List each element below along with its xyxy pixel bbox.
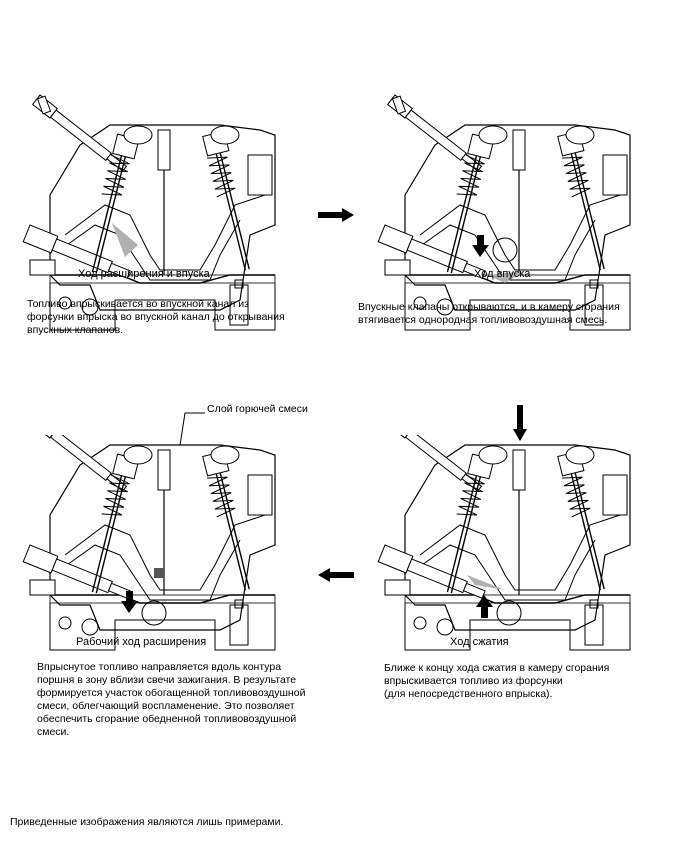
piston-down-arrow-icon: [472, 235, 489, 257]
callout-mixture-layer: Слой горючей смеси: [207, 403, 308, 415]
caption-intake-stroke: Ход впуска: [474, 268, 531, 280]
fuel-spray-port: [112, 223, 138, 257]
diagram-power-stroke: [20, 435, 300, 665]
piston-down-arrow-icon: [121, 591, 138, 613]
caption-compression-stroke: Ход сжатия: [450, 636, 509, 648]
caption-power-stroke: Рабочий ход расширения: [76, 636, 207, 648]
down-arrow-icon: [513, 405, 527, 448]
right-arrow-icon: [318, 208, 356, 227]
diagram-compression-stroke: [375, 435, 655, 665]
diagram-intake-stroke: [375, 85, 655, 345]
footer-note: Приведенные изображения являются лишь пр…: [10, 816, 284, 828]
description-compression-stroke: Ближе к концу хода сжатия в камеру сгора…: [384, 662, 610, 700]
description-intake-expansion: Топливо впрыскивается во впускной канал …: [27, 298, 285, 336]
description-intake-stroke: Впускные клапаны открываются, и в камеру…: [358, 301, 620, 326]
caption-intake-expansion: Ход расширения и впуска: [78, 268, 210, 280]
piston-up-arrow-icon: [476, 595, 493, 618]
description-power-stroke: Впрыснутое топливо направляется вдоль ко…: [37, 661, 306, 738]
left-arrow-icon: [318, 568, 356, 587]
mixture-layer: [154, 568, 164, 578]
diagram-intake-expansion: [20, 85, 300, 345]
